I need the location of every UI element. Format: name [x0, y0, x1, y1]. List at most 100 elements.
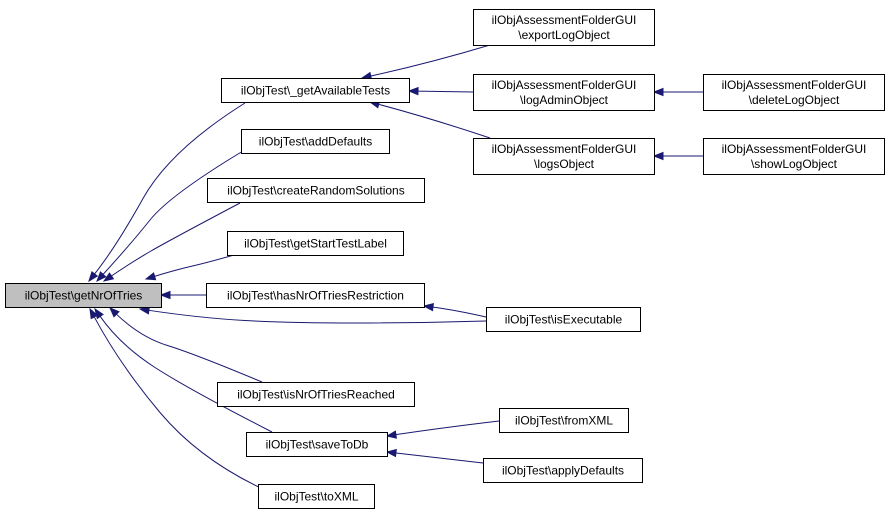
root-function-node[interactable]: ilObjTest\getNrOfTries: [5, 283, 162, 308]
node-label: ilObjTest\getStartTestLabel: [244, 237, 387, 251]
edge-n11-to-n1: [407, 86, 474, 96]
edge-n16-to-n8: [385, 448, 484, 464]
function-node[interactable]: ilObjTest\toXML: [258, 484, 375, 509]
node-box: [483, 458, 643, 483]
node-box: [227, 231, 404, 256]
function-node[interactable]: ilObjAssessmentFolderGUI\exportLogObject: [473, 9, 655, 46]
node-box: [703, 138, 885, 175]
node-box: [241, 129, 390, 154]
node-label: ilObjTest\addDefaults: [259, 135, 372, 149]
node-box: [217, 382, 415, 407]
arrow-head-icon: [652, 87, 664, 97]
function-node[interactable]: ilObjTest\saveToDb: [246, 432, 388, 457]
node-label: \exportLogObject: [518, 28, 610, 42]
function-node[interactable]: ilObjTest\isNrOfTriesReached: [217, 382, 415, 407]
function-node[interactable]: ilObjTest\hasNrOfTriesRestriction: [206, 283, 425, 308]
edge-line: [416, 90, 474, 93]
edge-line: [369, 44, 491, 77]
function-node[interactable]: ilObjTest\isExecutable: [486, 307, 641, 332]
edge-line: [115, 313, 263, 383]
node-label: ilObjTest\isNrOfTriesReached: [237, 388, 395, 402]
edge-line: [99, 315, 273, 433]
arrow-head-icon: [159, 290, 171, 300]
node-box: [5, 283, 162, 308]
function-node[interactable]: ilObjAssessmentFolderGUI\showLogObject: [703, 138, 885, 175]
arrow-head-icon: [88, 270, 99, 283]
edge-n8-to-n0: [94, 307, 273, 433]
arrow-head-icon: [422, 303, 434, 312]
edge-line: [431, 306, 487, 318]
arrow-head-icon: [652, 151, 664, 161]
edge-line: [93, 315, 266, 491]
edge-line: [147, 309, 487, 324]
edge-n2-to-n0: [96, 150, 244, 283]
edge-n5-to-n0: [159, 290, 206, 300]
edge-n7-to-n0: [109, 307, 263, 383]
node-label: ilObjTest\hasNrOfTriesRestriction: [227, 289, 404, 303]
function-node[interactable]: ilObjAssessmentFolderGUI\logAdminObject: [473, 74, 655, 111]
edge-line: [102, 150, 244, 276]
edge-n3-to-n0: [102, 202, 241, 282]
function-node[interactable]: ilObjTest\addDefaults: [241, 129, 390, 154]
node-label: ilObjAssessmentFolderGUI: [492, 78, 637, 92]
node-label: ilObjTest\getNrOfTries: [25, 289, 143, 303]
arrow-head-icon: [96, 271, 107, 283]
node-label: \showLogObject: [751, 157, 838, 171]
nodes-layer: ilObjTest\getNrOfTries ilObjTest\_getAvai…: [5, 9, 885, 509]
function-node[interactable]: ilObjTest\_getAvailableTests: [221, 78, 410, 103]
function-node[interactable]: ilObjAssessmentFolderGUI\logsObject: [473, 138, 655, 175]
edge-line: [153, 250, 249, 278]
edge-line: [394, 420, 500, 436]
node-box: [473, 138, 655, 175]
edge-n15-to-n8: [385, 420, 500, 439]
edge-line: [377, 103, 491, 139]
edge-n10-to-n1: [360, 44, 491, 81]
arrow-head-icon: [109, 307, 120, 318]
function-node[interactable]: ilObjTest\fromXML: [499, 408, 629, 433]
node-label: ilObjTest\applyDefaults: [502, 464, 624, 478]
node-label: ilObjAssessmentFolderGUI: [722, 142, 867, 156]
node-box: [246, 432, 388, 457]
node-label: ilObjTest\isExecutable: [505, 313, 623, 327]
node-box: [207, 178, 425, 203]
function-node[interactable]: ilObjTest\createRandomSolutions: [207, 178, 425, 203]
node-box: [206, 283, 425, 308]
node-box: [258, 484, 375, 509]
edge-line: [110, 202, 241, 277]
edge-line: [93, 102, 246, 276]
node-label: ilObjTest\_getAvailableTests: [241, 84, 390, 98]
arrow-head-icon: [407, 86, 419, 96]
arrow-head-icon: [102, 272, 115, 282]
node-box: [486, 307, 641, 332]
function-node[interactable]: ilObjTest\applyDefaults: [483, 458, 643, 483]
edge-n4-to-n0: [144, 250, 249, 281]
node-label: ilObjAssessmentFolderGUI: [722, 78, 867, 92]
edge-line: [394, 452, 484, 464]
edge-n1-to-n0: [88, 102, 246, 283]
node-label: ilObjTest\fromXML: [515, 414, 613, 428]
function-node[interactable]: ilObjTest\getStartTestLabel: [227, 231, 404, 256]
edge-n6-to-n5: [422, 303, 487, 318]
node-label: ilObjTest\toXML: [274, 490, 358, 504]
arrow-head-icon: [385, 448, 397, 458]
edge-n14-to-n12: [652, 151, 703, 161]
edge-n6-to-n0: [138, 306, 487, 324]
node-box: [473, 9, 655, 46]
function-node[interactable]: ilObjAssessmentFolderGUI\deleteLogObject: [703, 74, 885, 111]
node-label: \logAdminObject: [520, 93, 609, 107]
edge-n13-to-n11: [652, 87, 703, 97]
node-label: ilObjTest\createRandomSolutions: [227, 184, 404, 198]
edges-layer: [88, 44, 703, 491]
node-label: ilObjTest\saveToDb: [266, 438, 369, 452]
node-label: ilObjAssessmentFolderGUI: [492, 142, 637, 156]
node-label: ilObjAssessmentFolderGUI: [492, 13, 637, 27]
arrow-head-icon: [144, 272, 157, 281]
node-box: [499, 408, 629, 433]
node-box: [703, 74, 885, 111]
node-label: \deleteLogObject: [749, 93, 840, 107]
node-box: [221, 78, 410, 103]
edge-n9-to-n0: [89, 307, 266, 491]
arrow-head-icon: [89, 307, 99, 320]
node-label: \logsObject: [534, 157, 595, 171]
